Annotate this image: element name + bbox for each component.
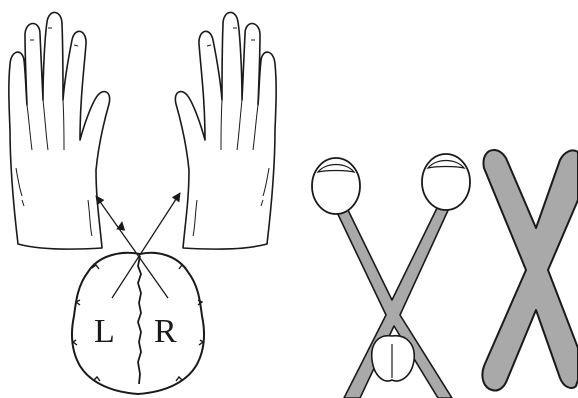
right-hemisphere-label: R [154, 313, 177, 350]
optic-chiasm-icon [312, 154, 470, 398]
right-hand-icon [175, 12, 276, 249]
left-hemisphere-label: L [94, 313, 115, 350]
chromosome-x-icon [482, 150, 578, 391]
left-hand-icon [9, 12, 110, 249]
brain-top-view-icon: L R [72, 253, 204, 394]
pituitary-icon [372, 336, 415, 381]
